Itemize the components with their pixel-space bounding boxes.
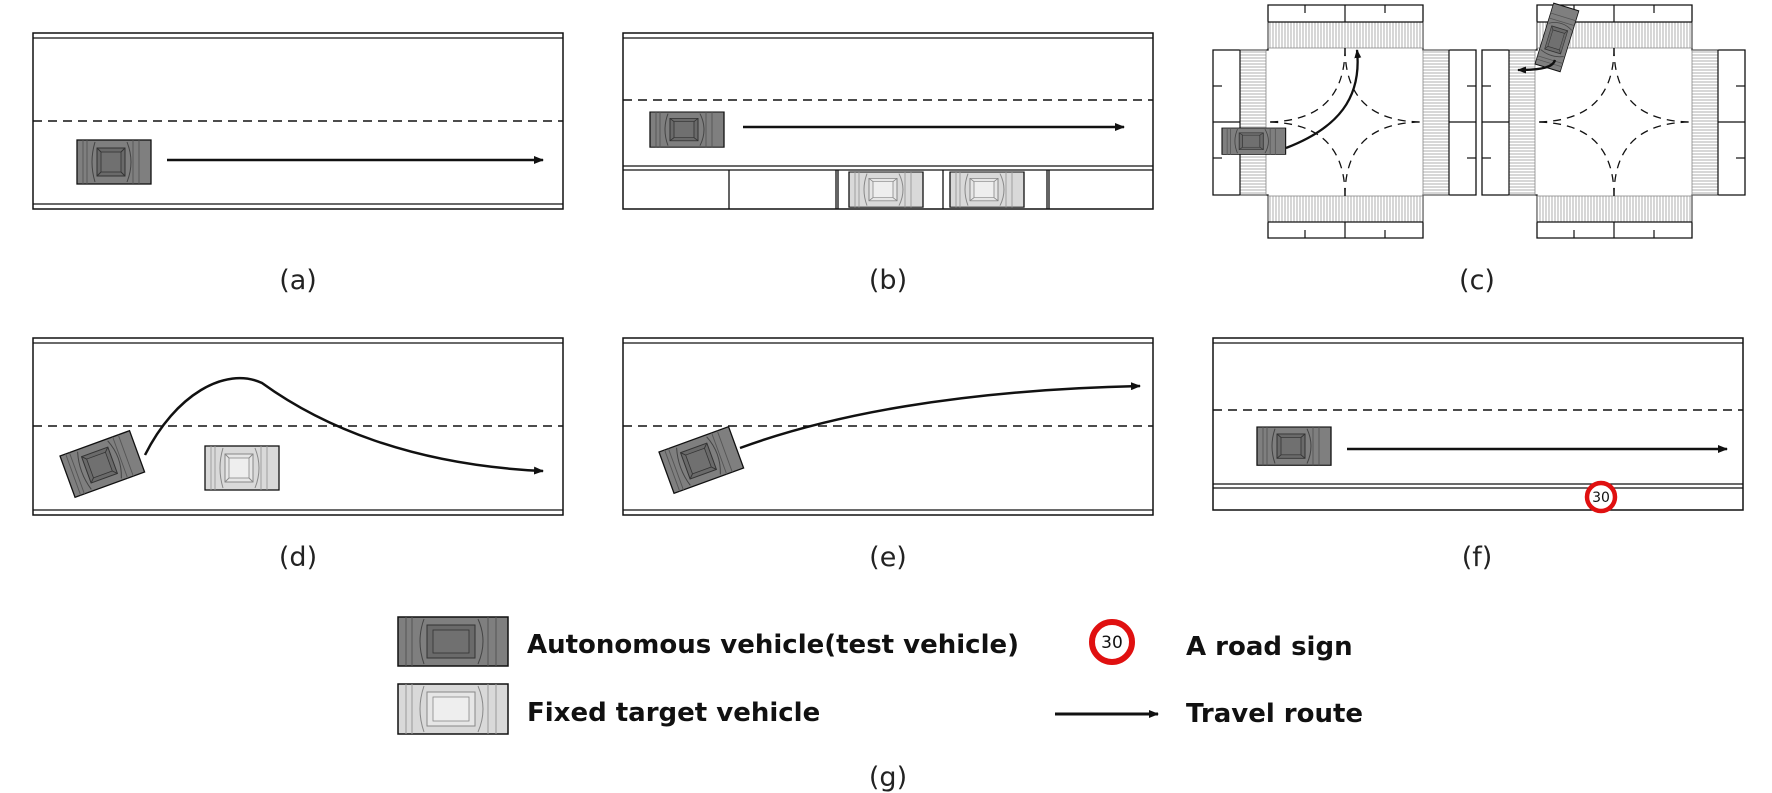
speed-limit-sign-icon: 30: [1089, 619, 1135, 665]
light-car-icon: [397, 683, 509, 735]
legend-road-sign: 30 A road sign: [1089, 619, 1353, 665]
road-outline: [622, 32, 1154, 210]
panel-a: (a): [32, 32, 564, 296]
legend-label-fixed-target-vehicle: Fixed target vehicle: [527, 698, 820, 728]
legend-autonomous-vehicle: Autonomous vehicle(test vehicle): [397, 616, 1019, 667]
panel-e: (e): [622, 337, 1154, 573]
crosswalk: [1267, 195, 1424, 223]
fixed-target-vehicle-icon: [848, 171, 924, 208]
travel-route-arrow: [739, 382, 1141, 450]
autonomous-vehicle-icon: [1221, 127, 1287, 155]
panel-c: (c): [1212, 2, 1746, 296]
panel-label-c: (c): [1459, 265, 1495, 296]
crosswalk: [1508, 49, 1536, 196]
intersection-right: [1481, 2, 1746, 239]
fixed-target-vehicle-icon: [204, 445, 280, 491]
speed-limit-sign-icon: 30: [1584, 480, 1618, 514]
autonomous-vehicle-icon: [658, 426, 745, 494]
legend-label-autonomous-vehicle: Autonomous vehicle(test vehicle): [527, 630, 1019, 660]
autonomous-vehicle-icon: [649, 111, 725, 148]
legend-label-road-sign: A road sign: [1186, 632, 1353, 662]
fixed-target-vehicle-icon: [949, 171, 1025, 208]
panel-label-g: (g): [869, 762, 907, 793]
legend: Autonomous vehicle(test vehicle) Fixed t…: [397, 616, 1363, 793]
panel-label-d: (d): [279, 542, 317, 573]
autonomous-vehicle-icon: [76, 139, 152, 185]
speed-limit-value: 30: [1592, 490, 1610, 506]
legend-sign-value: 30: [1101, 633, 1123, 653]
panel-label-e: (e): [869, 542, 907, 573]
travel-route-arrow: [1285, 49, 1362, 150]
crosswalk: [1422, 49, 1450, 196]
panel-label-f: (f): [1462, 542, 1493, 573]
crosswalk: [1267, 21, 1424, 49]
travel-route-arrow: [1517, 59, 1557, 74]
crosswalk: [1536, 195, 1693, 223]
panel-label-a: (a): [279, 265, 317, 296]
legend-label-travel-route: Travel route: [1186, 699, 1363, 729]
panel-b: (b): [622, 32, 1154, 296]
intersection-left: [1212, 4, 1477, 239]
legend-fixed-target-vehicle: Fixed target vehicle: [397, 683, 820, 735]
crosswalk: [1691, 49, 1719, 196]
legend-travel-route: Travel route: [1055, 699, 1363, 729]
dark-car-icon: [397, 616, 509, 667]
autonomous-vehicle-icon: [1256, 426, 1332, 466]
autonomous-vehicle-icon: [59, 430, 146, 498]
panel-f: 30 (f): [1212, 337, 1744, 573]
road-outline: [1212, 337, 1744, 511]
travel-route-arrow: [143, 377, 544, 475]
panel-d: (d): [32, 337, 564, 573]
panel-label-b: (b): [869, 265, 907, 296]
parking-bays: [728, 170, 1050, 209]
crosswalk: [1239, 49, 1267, 196]
